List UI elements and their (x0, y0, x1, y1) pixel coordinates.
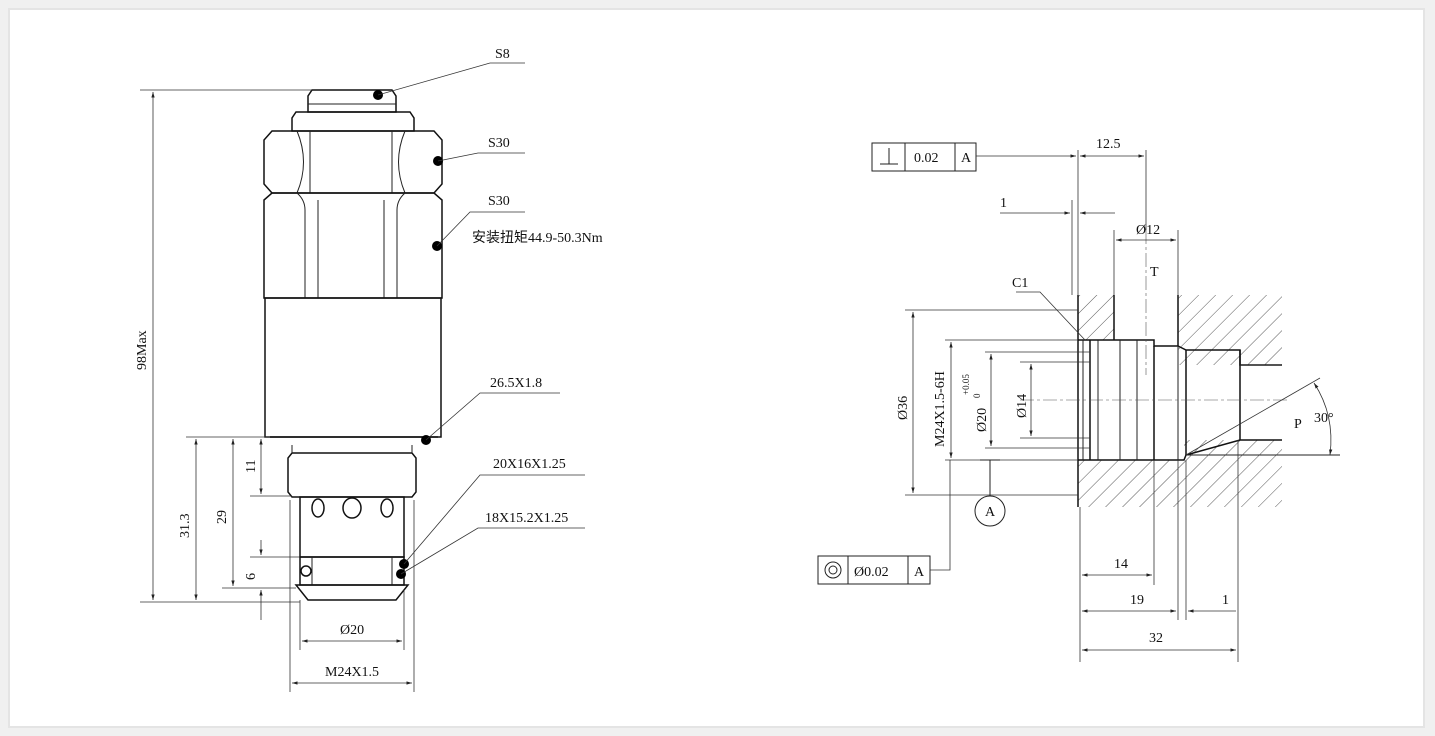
dim-14: 14 (1114, 557, 1128, 572)
angle-30: 30° (1314, 411, 1334, 426)
callout-oring-2: 20X16X1.25 (493, 457, 566, 472)
callout-s30-nut: S30 (488, 136, 510, 151)
dim-1-top: 1 (1000, 196, 1007, 211)
hex-lock-nut (263, 130, 443, 194)
dim-total-height: 98Max (135, 330, 150, 370)
svg-text:A: A (961, 151, 972, 166)
dim-dia-14: Ø14 (1015, 394, 1030, 418)
svg-text:0.02: 0.02 (914, 151, 939, 166)
drawing-frame (8, 8, 1425, 728)
dim-1-bottom: 1 (1222, 593, 1229, 608)
thread-section (287, 452, 417, 498)
valve-body (264, 297, 442, 438)
svg-text:Ø0.02: Ø0.02 (854, 565, 889, 580)
chamfer-c1: C1 (1012, 276, 1028, 291)
dim-tol-lower: 0 (972, 393, 982, 398)
port-t: T (1150, 265, 1159, 280)
dim-thread-m24: M24X1.5-6H (933, 371, 948, 447)
valve-tip (294, 584, 410, 601)
perpendicularity-frame: 0.02 A (871, 142, 1076, 172)
dim-12-5: 12.5 (1096, 137, 1121, 152)
dim-31-3: 31.3 (178, 514, 193, 539)
cavity-section-view: 30° P T C1 0.02 A 12.5 1 Ø12 (817, 137, 1340, 662)
dim-tol-upper: +0.05 (961, 374, 971, 395)
callout-s8: S8 (495, 47, 510, 62)
dim-29: 29 (215, 510, 230, 524)
dim-dia-12: Ø12 (1136, 223, 1160, 238)
callout-torque: 安装扭矩44.9-50.3Nm (472, 230, 603, 246)
dim-19: 19 (1130, 593, 1144, 608)
dim-dia-20: Ø20 (340, 623, 364, 638)
concentricity-frame: Ø0.02 A (817, 460, 951, 585)
dim-11: 11 (244, 460, 259, 473)
cartridge-sleeve (299, 496, 405, 558)
concentricity-icon (824, 561, 842, 579)
callout-s30-body: S30 (488, 194, 510, 209)
port-p: P (1294, 417, 1302, 432)
dim-32: 32 (1149, 631, 1163, 646)
dim-dia-36: Ø36 (896, 396, 911, 420)
valve-side-view: S8 S30 S30 安装扭矩44.9-50.3Nm 26.5X1.8 20X1… (135, 47, 603, 692)
hex-body (263, 192, 443, 299)
callout-oring-1: 26.5X1.8 (490, 376, 542, 391)
nut-collar (291, 111, 415, 132)
datum-a-marker (974, 495, 1006, 527)
dim-thread: M24X1.5 (325, 665, 379, 680)
dim-dia-20-right: Ø20 (975, 408, 990, 432)
callout-oring-3: 18X15.2X1.25 (485, 511, 568, 526)
svg-text:A: A (914, 565, 925, 580)
datum-a: A (985, 505, 996, 520)
dim-6: 6 (244, 573, 259, 580)
